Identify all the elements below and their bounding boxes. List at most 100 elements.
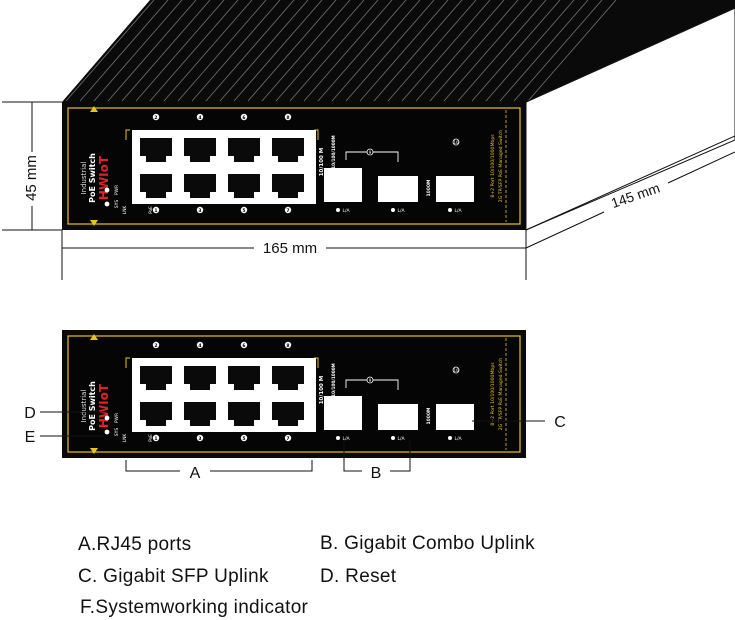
heatsink-fin-line — [387, 0, 477, 102]
port-status-label: PoE — [148, 206, 153, 214]
port-number: 2 — [154, 343, 157, 349]
led-label: PWR — [114, 185, 120, 195]
port-number-badge — [284, 341, 292, 349]
combo-port-sfp — [378, 176, 418, 202]
heatsink-fins — [65, 0, 617, 102]
port-number: 5 — [242, 436, 245, 442]
heatsink-fin-line — [317, 0, 407, 102]
heatsink-fin-line — [149, 0, 239, 102]
heatsink-fin-line — [177, 0, 267, 102]
port-number: 2 — [154, 115, 157, 121]
led-label-group: PWR — [114, 413, 120, 423]
status-led — [104, 187, 110, 193]
sfp-uplink-port — [436, 404, 474, 430]
rj45-port — [228, 174, 260, 198]
combo-number-badge — [366, 148, 374, 156]
port-number: 4 — [198, 343, 201, 349]
callout-d: D — [24, 405, 36, 422]
combo-port-rj45 — [324, 396, 362, 430]
rj45-port — [272, 402, 304, 426]
panel-marker-top — [90, 106, 98, 112]
port-number-badge — [240, 113, 248, 121]
port-number: 4 — [198, 115, 201, 121]
port-number-badge — [284, 113, 292, 121]
heatsink-fin-line — [233, 0, 323, 102]
rj45-port — [272, 174, 304, 198]
rj45-port — [228, 138, 260, 162]
brand-logo: HWIoT — [97, 383, 111, 428]
port-number: 8 — [286, 343, 289, 349]
link-led — [336, 436, 340, 440]
dimension-width-label: 165 mm — [263, 240, 317, 257]
port-number: 6 — [242, 343, 245, 349]
link-led — [391, 208, 395, 212]
callout-a: A — [190, 465, 201, 482]
brand-product: PoE Switch — [88, 153, 97, 203]
link-led-label: L/A — [342, 436, 350, 442]
rj45-port — [184, 174, 216, 198]
legend-a: A.RJ45 ports — [78, 534, 192, 555]
port-number: 8 — [286, 115, 289, 121]
heatsink-fin-line — [331, 0, 421, 102]
legend-b: B. Gigabit Combo Uplink — [320, 533, 535, 554]
heatsink-fin-line — [65, 0, 155, 102]
brand-category: Industrial — [80, 162, 88, 195]
heatsink-fin-line — [303, 0, 393, 102]
bracket-tl — [125, 357, 130, 368]
callout-c: C — [554, 414, 566, 431]
heatsink-fin-line — [219, 0, 309, 102]
sfp-number: 10 — [453, 140, 459, 145]
port-number: 3 — [198, 208, 201, 214]
combo-number: 9 — [369, 378, 372, 383]
port-number-badge — [284, 206, 292, 214]
heatsink-fin-line — [205, 0, 295, 102]
speed-label-rj45: 10/100 M — [319, 148, 325, 177]
port-number: 5 — [242, 208, 245, 214]
rj45-port — [228, 366, 260, 390]
port-number-badge — [196, 113, 204, 121]
port-number-badge — [196, 434, 204, 442]
port-number: 7 — [286, 208, 289, 214]
port-number-badge — [152, 341, 160, 349]
link-led — [448, 436, 452, 440]
link-led-label: L/A — [454, 436, 462, 442]
port-number: 3 — [198, 436, 201, 442]
rj45-port — [140, 174, 172, 198]
link-led — [336, 208, 340, 212]
rj45-port — [184, 138, 216, 162]
combo-number-badge — [366, 376, 374, 384]
sfp-speed-label: 1000M — [426, 179, 432, 197]
sfp-speed-label-group: 1000M — [426, 407, 432, 425]
legend-c: C. Gigabit SFP Uplink — [78, 566, 269, 587]
speed-label-rj45-group: 10/100 M — [319, 376, 325, 405]
callout-e: E — [25, 429, 36, 446]
status-led — [104, 429, 110, 435]
combo-speed-label: 10/100/1000M — [331, 363, 336, 396]
heatsink-fin-line — [107, 0, 197, 102]
sfp-number-badge — [452, 138, 460, 146]
sfp-number-badge — [452, 366, 460, 374]
rj45-port — [184, 402, 216, 426]
rj45-port — [184, 366, 216, 390]
brand-logo: HWIoT — [97, 155, 111, 200]
port-number-badge — [240, 434, 248, 442]
heatsink-fin-line — [261, 0, 351, 102]
status-led — [104, 201, 110, 207]
heatsink-fin-line — [513, 0, 603, 102]
sfp-number: 10 — [453, 368, 459, 373]
status-led — [104, 415, 110, 421]
port-number-badge — [240, 341, 248, 349]
combo-speed-label-group: 10/100/1000M — [331, 135, 336, 168]
combo-number: 9 — [369, 150, 372, 155]
combo-port-rj45 — [324, 168, 362, 202]
heatsink-fin-line — [191, 0, 281, 102]
led-label: SYS — [114, 200, 120, 209]
combo-speed-label: 10/100/1000M — [331, 135, 336, 168]
link-led-label: L/A — [454, 208, 462, 214]
heatsink-fin-line — [485, 0, 575, 102]
